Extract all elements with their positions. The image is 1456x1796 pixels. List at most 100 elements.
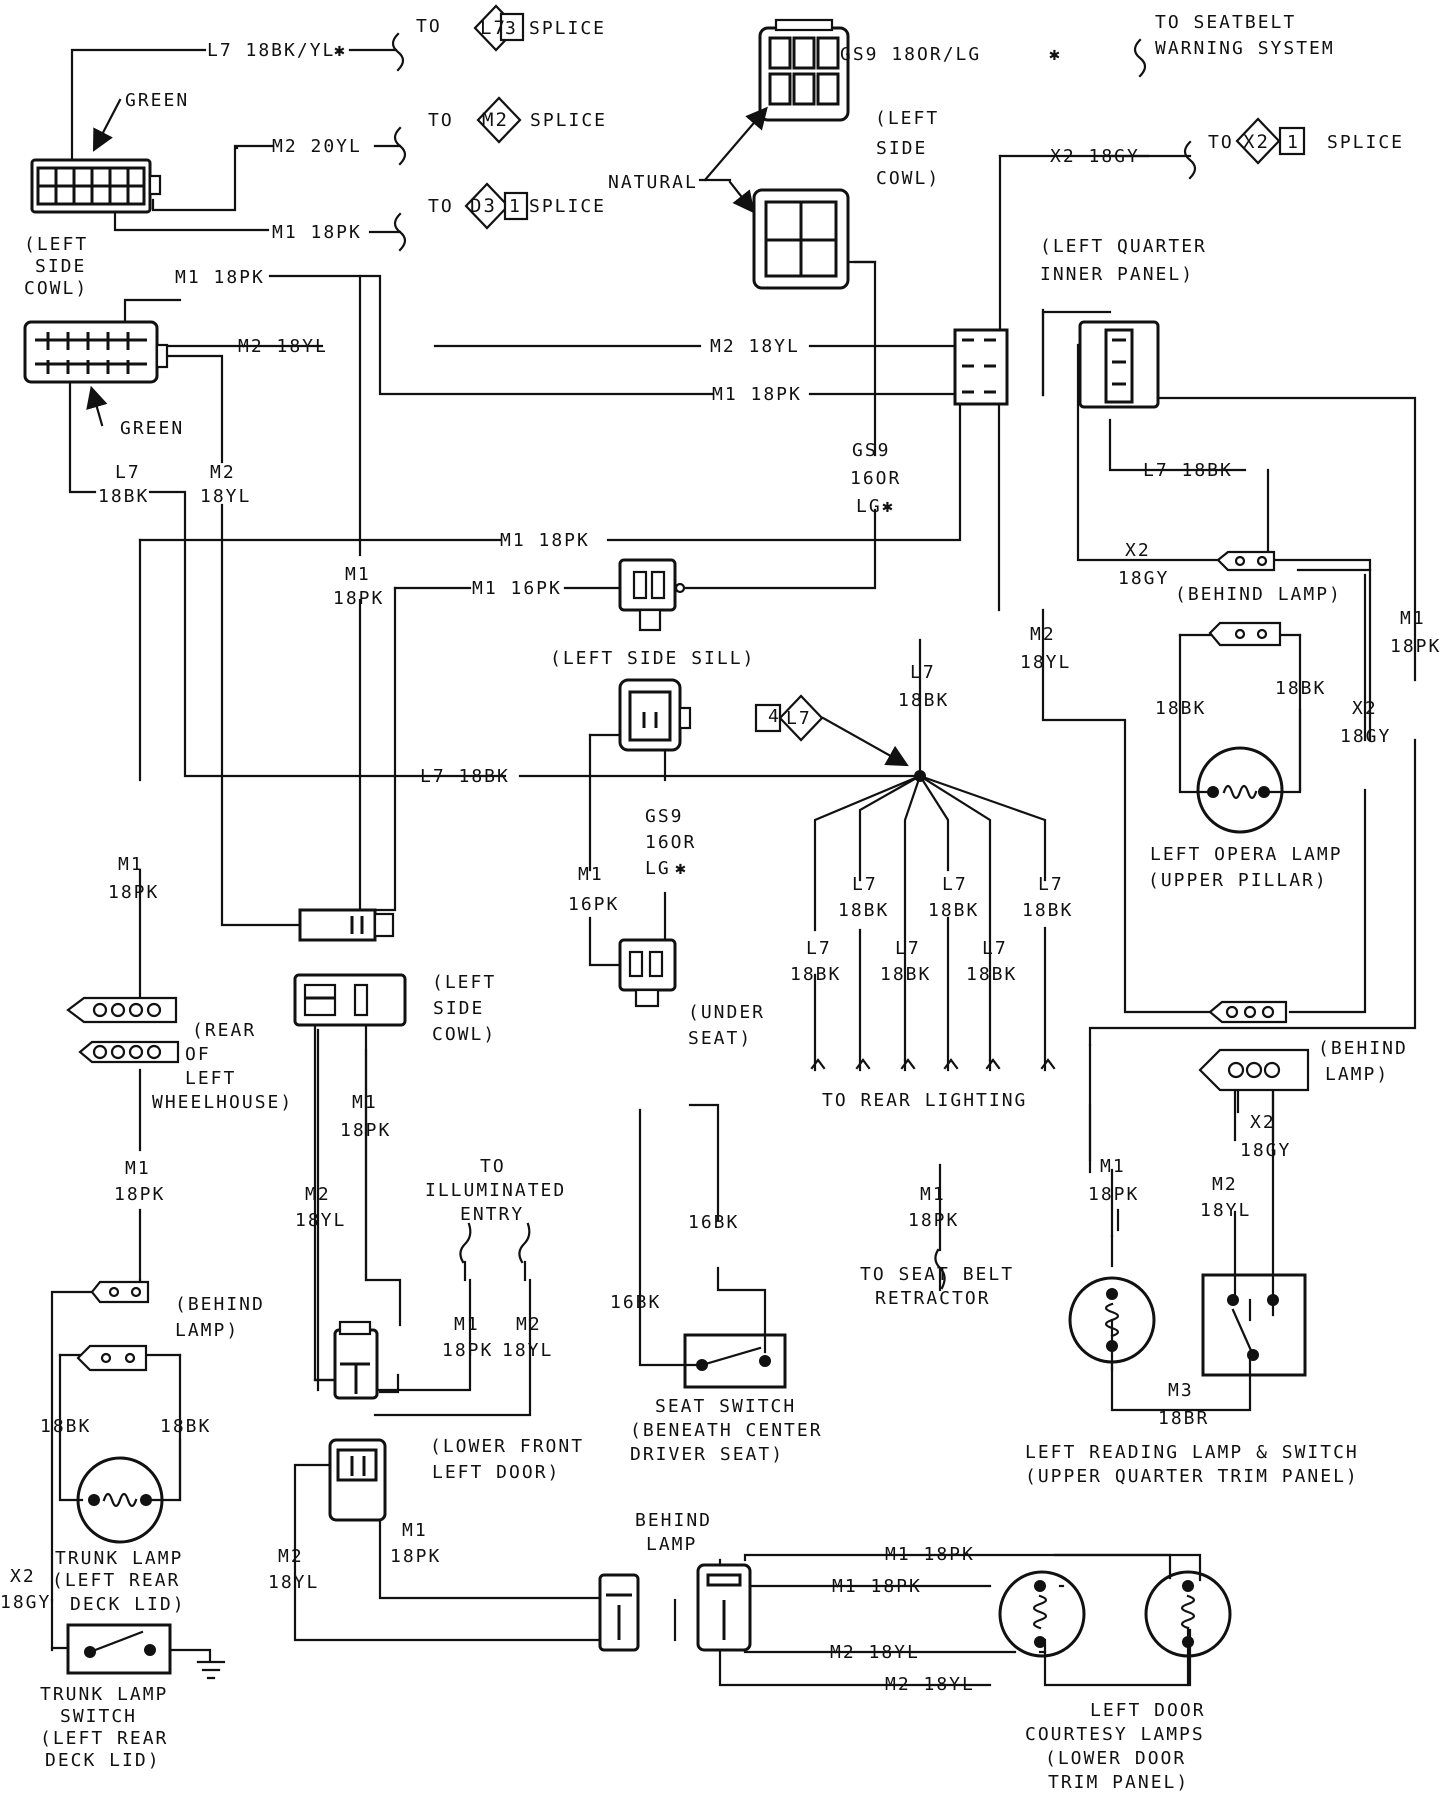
opera-lamp-bulb <box>1196 746 1284 834</box>
splice-markers <box>464 4 1306 742</box>
seat-16bk-a: 16BK <box>688 1212 739 1233</box>
retractor-2: RETRACTOR <box>875 1288 991 1309</box>
behind-lamp-b-2: LAMP) <box>1325 1064 1389 1085</box>
reading-1: LEFT READING LAMP & SWITCH <box>1025 1442 1359 1463</box>
label-m1-16pk: M1 16PK <box>472 578 562 599</box>
retractor-1: TO SEAT BELT <box>860 1264 1014 1285</box>
trunk-18bk-a: 18BK <box>40 1416 91 1437</box>
x2-d-gauge: 18GY <box>0 1592 51 1613</box>
m2-splice-word: SPLICE <box>530 110 607 131</box>
wire-terminations <box>391 32 1197 1290</box>
d3-splice-num: 1 <box>509 196 522 217</box>
l7-b-label: L7 18BK <box>1143 460 1233 481</box>
diamond-x2-label: X2 <box>1243 131 1270 153</box>
x2-a: X2 <box>1125 540 1151 561</box>
label-m1-18pk-b: M1 18PK <box>175 267 265 288</box>
diamond-l7-label: L7 <box>480 17 507 39</box>
wire-labels: L7 18BK/YL ✱ TO L7 3 SPLICE GREEN M2 20Y… <box>0 12 1439 1793</box>
cowl-c-2: SIDE <box>433 998 484 1019</box>
m1-b: M1 <box>345 564 371 585</box>
lower-front-door-connector <box>328 1438 387 1522</box>
m3-gauge: 18BR <box>1158 1408 1209 1429</box>
illum-1: TO <box>480 1156 506 1177</box>
star-gs9-b: ✱ <box>675 858 688 879</box>
to-l7: TO <box>416 16 442 37</box>
x2-b-gauge: 18GY <box>1340 726 1391 747</box>
x2-c-gauge: 18GY <box>1240 1140 1291 1161</box>
l7-g: L7 <box>806 938 832 959</box>
left-side-cowl-connector <box>293 973 407 1027</box>
trunk-sw-1: TRUNK LAMP <box>40 1684 168 1705</box>
trunk-lamp-3: DECK LID) <box>70 1594 186 1615</box>
l7-e-gauge: 18BK <box>928 900 979 921</box>
label-m2-18yl-b: M2 18YL <box>710 336 800 357</box>
l7-c: L7 <box>910 662 936 683</box>
l7-h-gauge: 18BK <box>880 964 931 985</box>
m2-b: M2 <box>1030 624 1056 645</box>
cowl-c-3: COWL) <box>432 1024 496 1045</box>
l7-g-gauge: 18BK <box>790 964 841 985</box>
cowl-connector-green <box>23 320 169 384</box>
m2-c: M2 <box>305 1184 331 1205</box>
behind-lamp-connector-a <box>1216 550 1276 572</box>
cowl-3way-connector <box>1208 1000 1288 1024</box>
m1-f-gauge: 18PK <box>114 1184 165 1205</box>
m1-b-gauge: 18PK <box>333 588 384 609</box>
l7-junction-dot <box>914 770 926 782</box>
diamond-d3-label: D3 <box>470 195 497 217</box>
m1-e: M1 <box>118 854 144 875</box>
m2-splice-diamond <box>476 96 522 144</box>
label-gs9-18or-lg: GS9 18OR/LG <box>840 44 981 65</box>
l7-i: L7 <box>982 938 1008 959</box>
courtesy-2: COURTESY LAMPS <box>1025 1724 1205 1745</box>
trunk-connector-b <box>76 1344 148 1372</box>
pointer-arrows <box>86 98 909 767</box>
to-m2: TO <box>428 110 454 131</box>
quarter-1: (LEFT QUARTER <box>1040 236 1207 257</box>
m1-g-gauge: 18PK <box>340 1120 391 1141</box>
x2-splice-word: SPLICE <box>1327 132 1404 153</box>
star-gs9: ✱ <box>1049 44 1062 65</box>
cowl-b-1: (LEFT <box>875 108 939 129</box>
m1-d-gauge: 16PK <box>568 894 619 915</box>
l7-splice-num: 3 <box>505 18 518 39</box>
l7-h: L7 <box>895 938 921 959</box>
l7-c-gauge: 18BK <box>898 690 949 711</box>
cowl-b-3: COWL) <box>876 168 940 189</box>
label-green-bottom: GREEN <box>120 418 184 439</box>
cowl-connector-small <box>953 328 1009 406</box>
wheel-4: WHEELHOUSE) <box>152 1092 293 1113</box>
m1-f: M1 <box>125 1158 151 1179</box>
cowl-connector-top <box>30 158 162 214</box>
x2-b: X2 <box>1352 698 1378 719</box>
label-x2-18gy-a: X2 18GY <box>1050 146 1140 167</box>
seatbelt-2: WARNING SYSTEM <box>1155 38 1335 59</box>
courtesy-1: LEFT DOOR <box>1090 1700 1206 1721</box>
trunk-sw-3: (LEFT REAR <box>40 1728 168 1749</box>
cowl-a-1: (LEFT <box>24 234 88 255</box>
m1-c: M1 <box>1400 608 1426 629</box>
seat-sw-3: DRIVER SEAT) <box>630 1444 784 1465</box>
seat-sw-2: (BENEATH CENTER <box>630 1420 823 1441</box>
label-rear-lighting: TO REAR LIGHTING <box>822 1090 1027 1111</box>
under-seat-2: SEAT) <box>688 1028 752 1049</box>
door-connector-right <box>696 1563 752 1652</box>
illuminated-entry-connector <box>333 1320 379 1400</box>
l7-d-gauge: 18BK <box>838 900 889 921</box>
reading-lamp-switch <box>1201 1273 1307 1377</box>
courtesy-4: TRIM PANEL) <box>1048 1772 1189 1793</box>
reading-2: (UPPER QUARTER TRIM PANEL) <box>1025 1466 1359 1487</box>
reading-lamp-bulb <box>1068 1276 1156 1364</box>
opera-18bk-a: 18BK <box>1155 698 1206 719</box>
wheel-1: (REAR <box>192 1020 256 1041</box>
illum-3: ENTRY <box>460 1204 524 1225</box>
m2-a-gauge: 18YL <box>200 486 251 507</box>
behind-lamp-d-1: BEHIND <box>635 1510 712 1531</box>
m2-d: M2 <box>516 1314 542 1335</box>
l7-a-gauge: 18BK <box>98 486 149 507</box>
label-m1-18pk-door-a: M1 18PK <box>885 1544 975 1565</box>
d3-splice-word: SPLICE <box>529 196 606 217</box>
m1-h-gauge: 18PK <box>442 1340 493 1361</box>
m1-i: M1 <box>920 1184 946 1205</box>
